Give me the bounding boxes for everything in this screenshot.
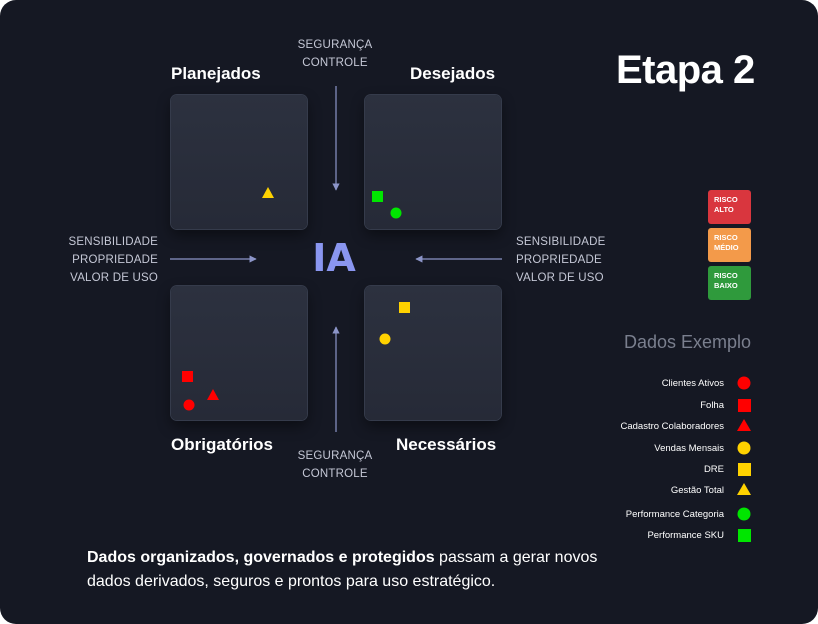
axis-right-line-2: PROPRIEDADE: [516, 254, 602, 266]
bottom-description: Dados organizados, governados e protegid…: [87, 546, 607, 594]
legend-marker-cadastro-colaboradores: [737, 419, 751, 431]
quadrant-title-planejados: Planejados: [171, 64, 261, 83]
center-ia-label: IA: [312, 236, 356, 280]
axis-top-line-1: SEGURANÇA: [297, 39, 373, 51]
marker-cadastro-colaboradores: [207, 389, 219, 400]
stage-title: Etapa 2: [616, 48, 755, 92]
axis-label-right: SENSIBILIDADE PROPRIEDADE VALOR DE USO: [516, 233, 626, 287]
quadrant-title-desejados: Desejados: [410, 64, 496, 83]
risk-badge-alto: RISCO ALTO: [708, 190, 751, 224]
risk-alto-line-1: RISCO: [714, 195, 738, 204]
risk-medio-line-1: RISCO: [714, 233, 738, 242]
legend-label-cadastro-colaboradores: Cadastro Colaboradores: [620, 421, 724, 432]
quadrant-title-necessarios: Necessários: [396, 435, 497, 454]
axis-bottom-line-1: SEGURANÇA: [297, 450, 373, 462]
quadrant-title-obrigatorios: Obrigatórios: [171, 435, 274, 454]
marker-performance-categoria: [390, 207, 402, 219]
bottom-description-rest: passam a gerar novos dados derivados, se…: [87, 549, 598, 590]
legend-marker-performance-sku: [738, 529, 751, 542]
risk-alto-line-2: ALTO: [714, 205, 734, 214]
legend-label-clientes-ativos: Clientes Ativos: [661, 378, 724, 389]
marker-dre: [399, 302, 410, 313]
legend-marker-dre: [738, 463, 751, 476]
legend-label-performance-sku: Performance SKU: [647, 530, 724, 541]
risk-badge-medio: RISCO MÉDIO: [708, 228, 751, 262]
axis-left-line-1: SENSIBILIDADE: [68, 236, 158, 248]
axis-label-top: SEGURANÇA CONTROLE: [285, 36, 385, 72]
legend-title: Dados Exemplo: [624, 332, 752, 352]
legend-marker-folha: [738, 399, 751, 412]
marker-performance-sku: [372, 191, 383, 202]
legend-label-performance-categoria: Performance Categoria: [625, 509, 724, 520]
risk-badge-baixo: RISCO BAIXO: [708, 266, 751, 300]
legend-label-gestao-total: Gestão Total: [670, 485, 724, 496]
quadrant-box-necessarios: [365, 286, 501, 420]
axis-top-line-2: CONTROLE: [302, 57, 368, 69]
risk-baixo-line-2: BAIXO: [714, 281, 738, 290]
legend-label-folha: Folha: [700, 400, 724, 411]
marker-gestao-total: [262, 187, 274, 198]
axis-label-left: SENSIBILIDADE PROPRIEDADE VALOR DE USO: [50, 233, 158, 287]
quadrant-box-planejados: [171, 95, 307, 229]
bottom-description-bold: Dados organizados, governados e protegid…: [87, 549, 435, 566]
legend-marker-vendas-mensais: [737, 441, 751, 455]
axis-left-line-3: VALOR DE USO: [70, 272, 158, 284]
marker-vendas-mensais: [379, 333, 391, 345]
legend-label-dre: DRE: [703, 464, 724, 475]
legend-marker-performance-categoria: [737, 507, 751, 521]
axis-right-line-3: VALOR DE USO: [516, 272, 604, 284]
legend-marker-gestao-total: [737, 483, 751, 495]
legend-marker-clientes-ativos: [737, 376, 751, 390]
axis-bottom-line-2: CONTROLE: [302, 468, 368, 480]
quadrant-box-desejados: [365, 95, 501, 229]
marker-clientes-ativos: [183, 399, 195, 411]
legend-label-vendas-mensais: Vendas Mensais: [654, 443, 724, 454]
axis-right-line-1: SENSIBILIDADE: [516, 236, 606, 248]
axis-left-line-2: PROPRIEDADE: [72, 254, 158, 266]
quadrant-box-obrigatorios: [171, 286, 307, 420]
axis-label-bottom: SEGURANÇA CONTROLE: [285, 447, 385, 483]
risk-baixo-line-1: RISCO: [714, 271, 738, 280]
risk-medio-line-2: MÉDIO: [714, 243, 739, 252]
marker-folha: [182, 371, 193, 382]
